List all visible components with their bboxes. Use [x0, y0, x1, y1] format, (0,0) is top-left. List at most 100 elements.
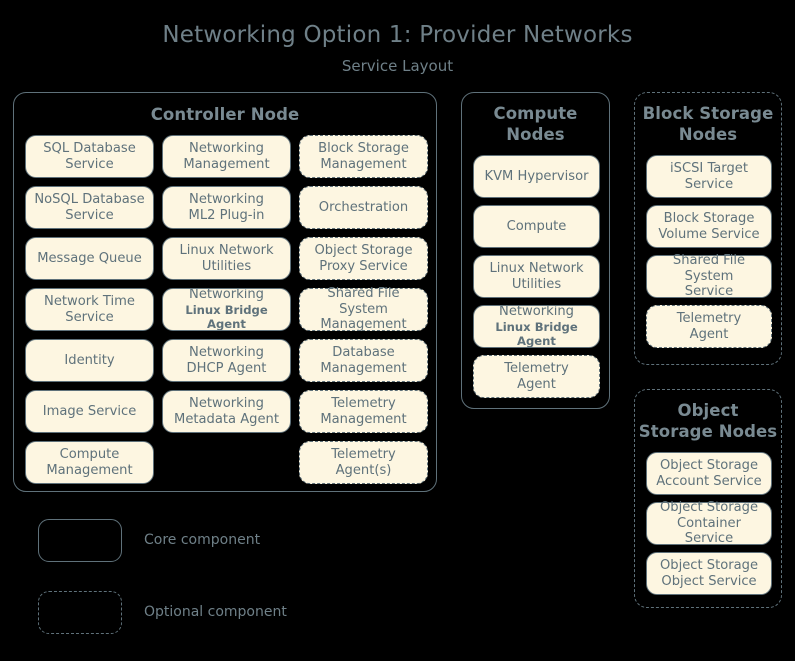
service-label-line2: Service — [684, 284, 734, 300]
compute-nodes-title-line2: Nodes — [506, 124, 565, 144]
service-label-line1: Compute — [506, 218, 567, 234]
service-label-line1: Image Service — [42, 403, 137, 419]
service-label-line1: Database — [332, 344, 395, 360]
legend-row-optional-component: Optional component — [38, 589, 368, 635]
service-label-line2: Utilities — [511, 276, 562, 292]
service-label-line1: Message Queue — [37, 250, 142, 266]
service-label-line1: Object Storage — [659, 499, 759, 515]
service-label-line1: Block Storage — [318, 140, 409, 156]
service-label-line2: Object Service — [661, 573, 757, 589]
service-label-line1: Networking — [189, 395, 264, 411]
service-label-line1: iSCSI Target — [670, 160, 748, 176]
service-label-line1: NoSQL Database — [34, 191, 145, 207]
service-label-line2: Agent — [689, 326, 729, 342]
compute-nodes-service-compute[interactable]: Compute — [473, 205, 600, 248]
service-label-line2: Management — [320, 317, 407, 333]
service-label-line1: Telemetry — [331, 395, 396, 411]
service-label-line2: ML2 Plug-in — [188, 207, 265, 223]
service-label-line1: Compute — [59, 446, 120, 462]
service-label-line1: Identity — [64, 352, 115, 368]
service-label-line2: Proxy Service — [319, 258, 408, 274]
service-label-line1: Linux Network — [179, 242, 274, 258]
page-title: Networking Option 1: Provider Networks — [162, 22, 633, 48]
service-label-line1: Orchestration — [318, 199, 409, 215]
service-label-line2: Management — [320, 360, 407, 376]
controller-node-title: Controller Node — [150, 105, 300, 124]
compute-nodes-title: Compute Nodes — [462, 104, 609, 146]
service-label-line2: Metadata Agent — [174, 411, 279, 427]
compute-nodes-service-kvm-hypervisor[interactable]: KVM Hypervisor — [473, 155, 600, 198]
service-label-line2: Linux Bridge Agent — [495, 320, 578, 349]
service-label-line1: Networking — [189, 344, 264, 360]
controller-node-service-message-queue[interactable]: Message Queue — [25, 237, 154, 280]
service-label-line1: Shared File System — [672, 252, 746, 284]
legend-swatch-dashed — [38, 590, 122, 634]
service-label-line1: Networking — [189, 191, 264, 207]
object-storage-nodes-title-line2: Storage Nodes — [638, 421, 778, 441]
service-label-line1: Linux Network — [489, 260, 584, 276]
service-label-line2: Management — [183, 156, 270, 172]
service-label-line1: Network Time — [44, 293, 135, 309]
service-label-line2: Agent — [517, 376, 556, 392]
block-storage-nodes-title-line1: Block Storage — [642, 104, 774, 123]
service-label-line2: Management — [46, 462, 133, 478]
service-label-line2: Management — [320, 156, 407, 172]
page-subtitle: Service Layout — [341, 57, 454, 76]
object-storage-nodes-title-line1: Object — [677, 401, 739, 420]
service-label-line1: Object Storage — [659, 457, 759, 473]
service-label-line2: Service — [684, 176, 734, 192]
page-header: Networking Option 1: Provider Networks S… — [0, 22, 795, 75]
controller-node-service-image-service[interactable]: Image Service — [25, 390, 154, 433]
service-label-line2: Service — [65, 156, 114, 172]
service-label-line2: Utilities — [201, 258, 252, 274]
service-label-line1: Networking — [189, 140, 264, 156]
service-label-line2: Agent(s) — [335, 462, 392, 478]
service-label-line1: Shared File System — [327, 285, 400, 317]
service-label-line1: Networking — [499, 304, 574, 320]
block-storage-nodes-title-line2: Nodes — [678, 124, 738, 144]
legend-swatch-solid — [38, 518, 122, 562]
legend-label-optional-component: Optional component — [144, 604, 287, 620]
controller-node-service-orchestration[interactable]: Orchestration — [299, 186, 428, 229]
service-label-line2: Container Service — [677, 515, 741, 547]
service-label-line1: Telemetry — [676, 310, 742, 326]
legend-label-core-component: Core component — [144, 532, 261, 548]
controller-node-service-identity[interactable]: Identity — [25, 339, 154, 382]
block-storage-nodes-title: Block Storage Nodes — [635, 104, 781, 146]
service-label-line2: Account Service — [656, 473, 762, 489]
